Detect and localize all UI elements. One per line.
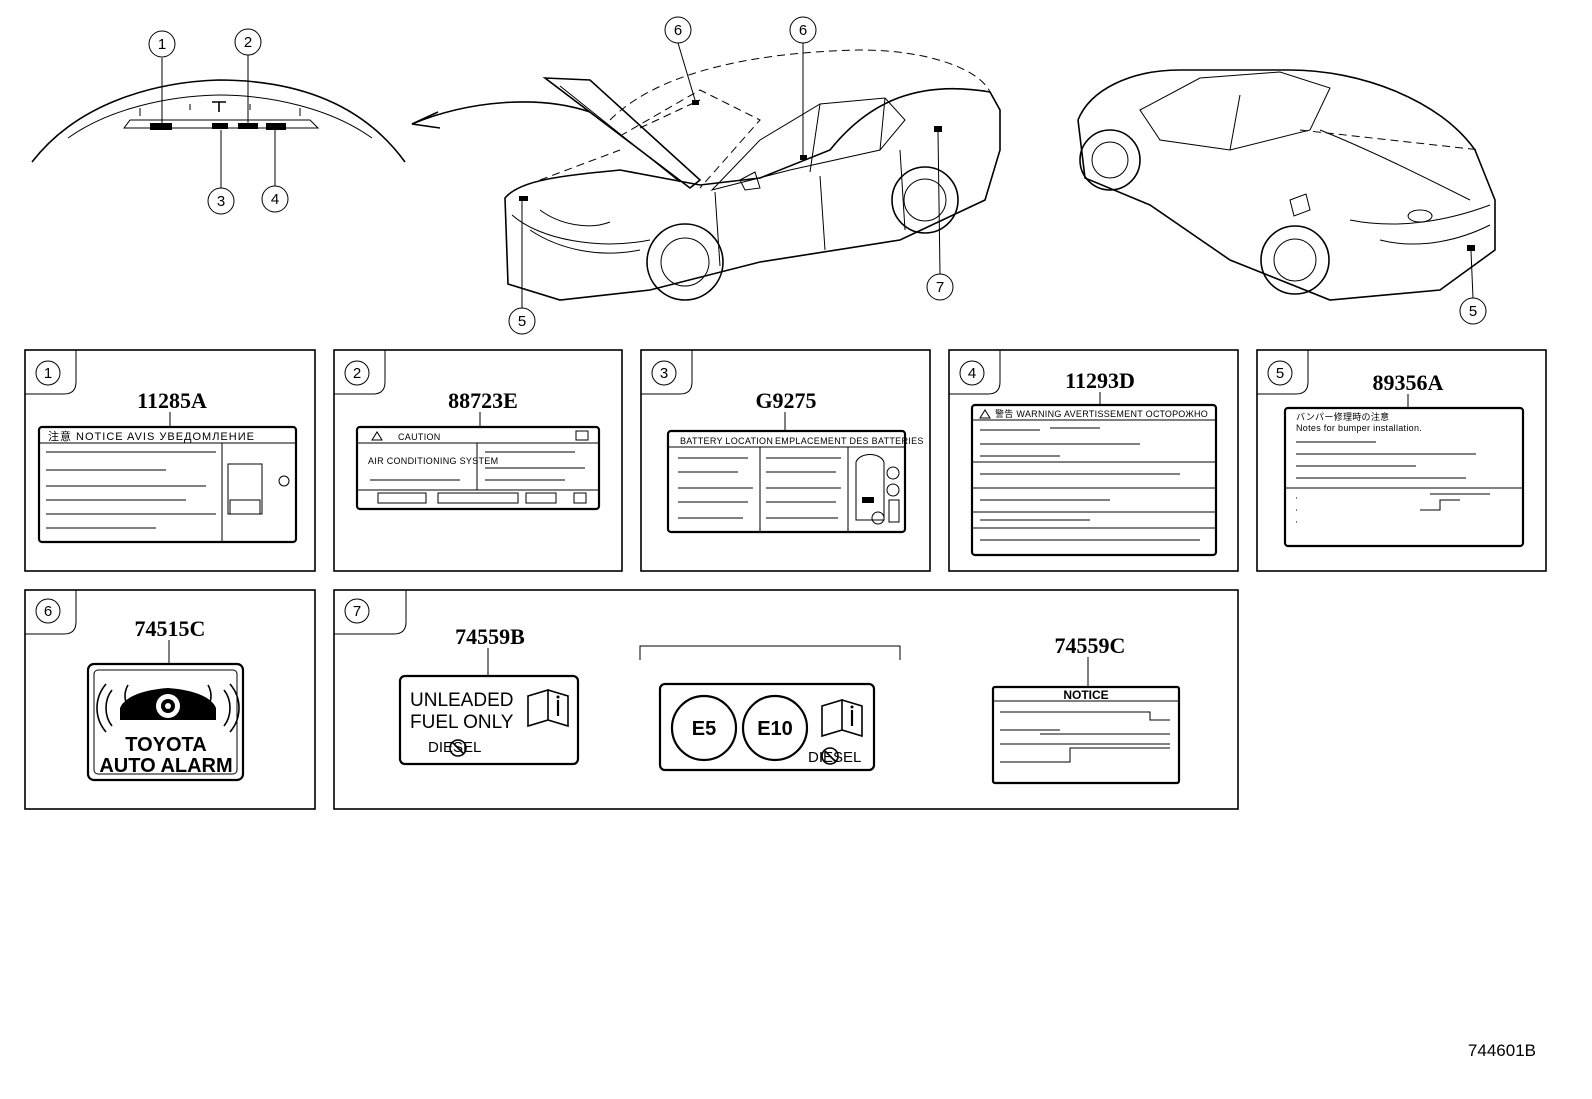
- svg-text:6: 6: [674, 22, 682, 39]
- panel-2-label-88723E: 88723E CAUTION AIR CONDITIONING SYSTEM: [355, 388, 601, 511]
- panel-tab-2: 2: [334, 350, 386, 395]
- svg-text:E5: E5: [692, 718, 716, 740]
- part-number: G9275: [755, 388, 816, 413]
- svg-text:NOTICE: NOTICE: [1063, 688, 1108, 702]
- callout-2: 2: [234, 28, 262, 56]
- manual-book-icon: [527, 688, 569, 728]
- alarm-car-icon: [96, 683, 240, 733]
- svg-text:4: 4: [271, 191, 279, 208]
- svg-text:AIR CONDITIONING SYSTEM: AIR CONDITIONING SYSTEM: [368, 456, 498, 466]
- panel-tab-5: 5: [1257, 350, 1309, 395]
- part-number: 11293D: [1065, 368, 1135, 393]
- svg-text:3: 3: [660, 365, 668, 382]
- svg-text:5: 5: [1276, 365, 1284, 382]
- front-car-view: [504, 42, 1001, 308]
- svg-text:5: 5: [518, 313, 526, 330]
- part-number-a: 74559B: [455, 624, 525, 649]
- svg-text:1: 1: [44, 365, 52, 382]
- svg-text:FUEL ONLY: FUEL ONLY: [410, 712, 514, 733]
- panel-tab-3: 3: [641, 350, 693, 395]
- label-74559C: 74559C NOTICE: [991, 633, 1181, 785]
- callout-5b: 5: [1459, 297, 1487, 325]
- panel-tab-4: 4: [949, 350, 1001, 395]
- svg-text:AUTO ALARM: AUTO ALARM: [99, 755, 232, 777]
- label-74559B: 74559B UNLEADED FUEL ONLY DIESEL: [398, 624, 580, 766]
- svg-text:DIESEL: DIESEL: [428, 739, 481, 756]
- part-number: 88723E: [448, 388, 518, 413]
- panel-tab-7: 7: [334, 590, 407, 635]
- manual-book-icon: [821, 698, 863, 738]
- svg-text:DIESEL: DIESEL: [808, 749, 861, 766]
- svg-text:4: 4: [968, 365, 976, 382]
- diagram-id: 744601B: [1468, 1041, 1536, 1060]
- svg-text:EMPLACEMENT DES BATTERIES: EMPLACEMENT DES BATTERIES: [775, 436, 924, 446]
- panel-tab-6: 6: [25, 590, 77, 635]
- panel-5-label-89356A: 89356A バンパー修理時の注意 Notes for bumper insta…: [1283, 370, 1525, 548]
- panel-7-fuel-labels: 74559B UNLEADED FUEL ONLY DIESEL E5 E10: [398, 624, 1181, 785]
- panel-1-label-11285A: 11285A 注意 NOTICE AVIS УВЕДОМЛЕНИЕ: [37, 388, 298, 544]
- label-e5-e10: E5 E10 DIESEL: [639, 645, 901, 772]
- panel-tabs: 1 2 3 4 5 6 7: [25, 350, 1309, 635]
- part-number: 11285A: [137, 388, 207, 413]
- svg-text:TOYOTA: TOYOTA: [125, 734, 206, 756]
- svg-text:1: 1: [158, 36, 166, 53]
- instrument-panel-view: [31, 55, 591, 188]
- svg-text:7: 7: [353, 603, 361, 620]
- svg-text:Notes for bumper installation.: Notes for bumper installation.: [1296, 423, 1422, 433]
- svg-text:7: 7: [936, 279, 944, 296]
- panel-frames: [24, 349, 1547, 810]
- svg-text:警告 WARNING AVERTISSEMENT ОС: 警告 WARNING AVERTISSEMENT ОСТОРОЖНО: [995, 408, 1208, 419]
- svg-text:注意 NOTICE AVIS УВЕДОМЛЕНИЕ: 注意 NOTICE AVIS УВЕДОМЛЕНИЕ: [48, 429, 255, 443]
- svg-text:バンパー修理時の注意: バンパー修理時の注意: [1296, 411, 1389, 422]
- panel-4-label-11293D: 11293D 警告 WARNING AVERTISSEMENT ОСТОРОЖН…: [970, 368, 1218, 557]
- svg-text:3: 3: [217, 193, 225, 210]
- svg-text:6: 6: [44, 603, 52, 620]
- callout-5a: 5: [508, 307, 536, 335]
- svg-text:BATTERY LOCATION: BATTERY LOCATION: [680, 436, 773, 446]
- part-number: 74515C: [135, 616, 206, 641]
- callout-6b: 6: [789, 16, 817, 44]
- svg-text:CAUTION: CAUTION: [398, 432, 441, 442]
- rear-car-view: [1077, 69, 1496, 301]
- svg-text:UNLEADED: UNLEADED: [410, 690, 513, 711]
- panel-tab-1: 1: [25, 350, 77, 395]
- callout-4: 4: [261, 185, 289, 213]
- callout-1: 1: [148, 30, 176, 58]
- part-number: 89356A: [1373, 370, 1444, 395]
- svg-text:2: 2: [244, 34, 252, 51]
- part-number-c: 74559C: [1055, 633, 1126, 658]
- callout-7: 7: [926, 273, 954, 301]
- callout-3: 3: [207, 187, 235, 215]
- svg-text:5: 5: [1469, 303, 1477, 320]
- top-callouts: 1 2 3 4 6 6 5 7 5: [148, 16, 1487, 335]
- svg-text:2: 2: [353, 365, 361, 382]
- panel-6-label-74515C: 74515C TOYOTA AUTO ALARM: [86, 616, 245, 782]
- panel-3-label-G9275: G9275 BATTERY LOCATION EMPLACEMENT DES B…: [666, 388, 924, 534]
- callout-6a: 6: [664, 16, 692, 44]
- svg-text:E10: E10: [757, 718, 793, 740]
- svg-text:6: 6: [799, 22, 807, 39]
